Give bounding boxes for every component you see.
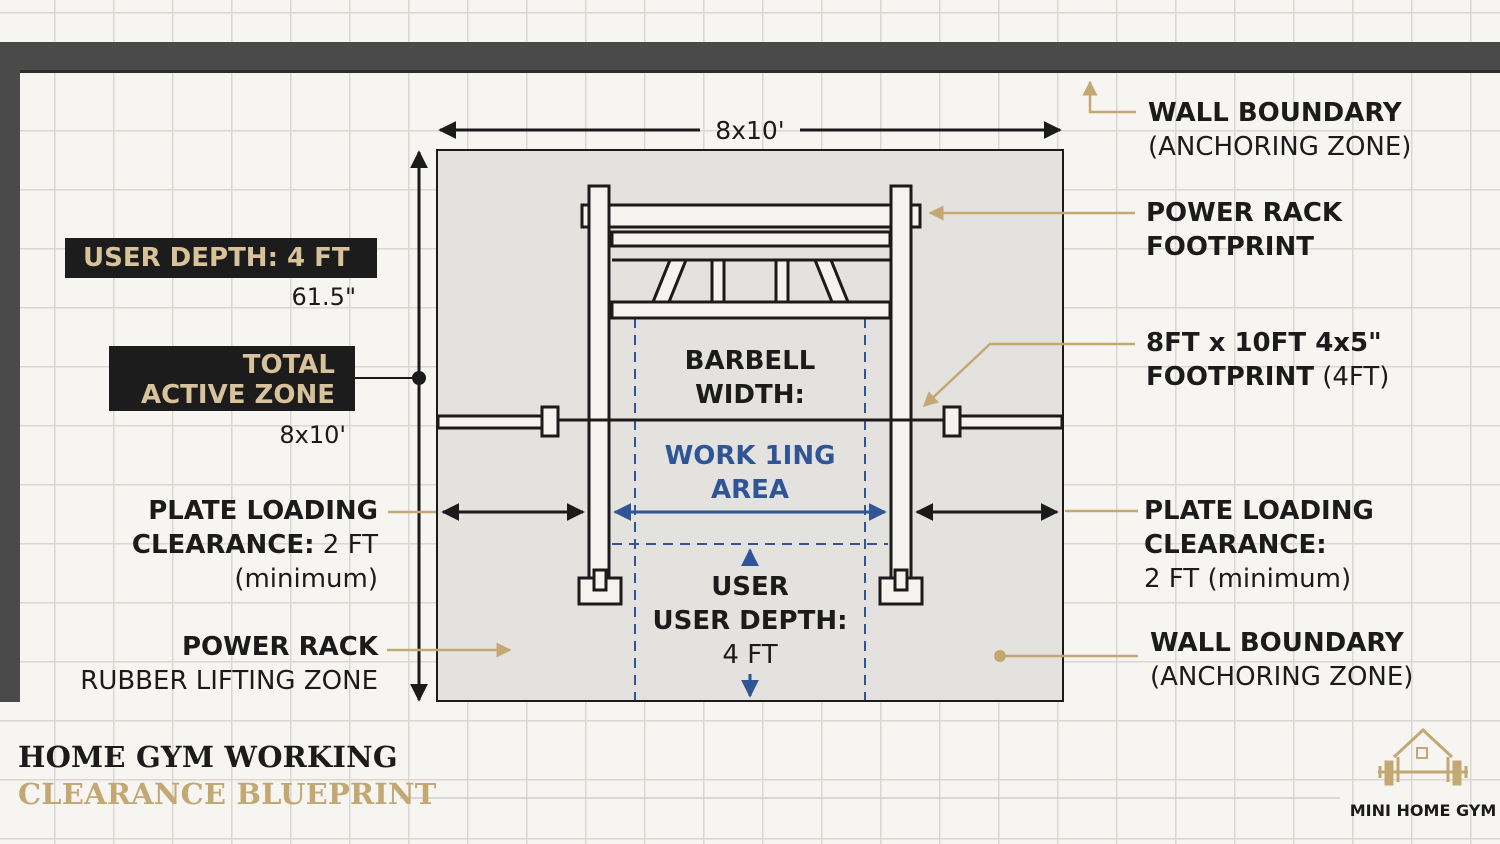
wall-boundary-top-line1: WALL BOUNDARY — [1148, 98, 1402, 128]
right-plate-loading-label: PLATE LOADING CLEARANCE: 2 FT (minimum) — [1144, 494, 1374, 596]
total-active-zone-line2: ACTIVE ZONE — [140, 380, 335, 410]
total-active-zone-line1: TOTAL — [242, 350, 335, 380]
wall-anchor-point — [994, 650, 1006, 662]
working-area-line1: WORK 1ING — [664, 441, 836, 471]
house-dumbbell-icon — [1378, 727, 1468, 786]
top-width-label: 8x10' — [715, 116, 785, 145]
left-power-rack-label: POWER RACK RUBBER LIFTING ZONE — [30, 630, 378, 698]
footprint-line2: FOOTPRINT — [1146, 362, 1314, 392]
user-depth-center-line3: 4 FT — [722, 640, 778, 670]
power-rack-footprint-line2: FOOTPRINT — [1146, 232, 1314, 262]
user-depth-tag: USER DEPTH: 4 FT — [65, 238, 377, 278]
user-depth-center-label: USER USER DEPTH: 4 FT — [640, 570, 860, 672]
wall-boundary-bottom-line2: (ANCHORING ZONE) — [1150, 662, 1414, 692]
label-leaders — [387, 80, 1138, 658]
page-title-line1: HOME GYM WORKING — [18, 740, 398, 774]
right-wall-boundary-top-label: WALL BOUNDARY (ANCHORING ZONE) — [1148, 96, 1411, 164]
left-power-rack-line2: RUBBER LIFTING ZONE — [80, 666, 378, 696]
total-zone-dimension — [355, 150, 428, 702]
right-plate-loading-line2: CLEARANCE: — [1144, 530, 1327, 560]
left-plate-loading-line3: (minimum) — [234, 564, 378, 594]
right-footprint-label: 8FT x 10FT 4x5" FOOTPRINT (4FT) — [1146, 326, 1389, 394]
right-plate-loading-line1: PLATE LOADING — [1144, 496, 1374, 526]
total-active-zone-tag: TOTAL ACTIVE ZONE — [109, 346, 355, 411]
left-plate-loading-line1: PLATE LOADING — [148, 496, 378, 526]
total-active-zone-sub-label: 8x10' — [279, 421, 346, 449]
room-wall — [0, 42, 1500, 702]
footprint-line1: 8FT x 10FT 4x5" — [1146, 328, 1382, 358]
user-depth-sub-label: 61.5" — [291, 283, 356, 311]
barbell-width-label: BARBELL WIDTH: — [650, 344, 850, 412]
left-plate-loading-label: PLATE LOADING CLEARANCE: 2 FT (minimum) — [60, 494, 378, 596]
barbell-width-line1: BARBELL — [684, 346, 816, 376]
working-area-arrows — [613, 503, 887, 698]
user-depth-center-line2: USER DEPTH: — [652, 606, 848, 636]
right-wall-boundary-bottom-label: WALL BOUNDARY (ANCHORING ZONE) — [1150, 626, 1413, 694]
working-area-label: WORK 1ING AREA — [640, 439, 860, 507]
right-power-rack-footprint-label: POWER RACK FOOTPRINT — [1146, 196, 1342, 264]
barbell — [436, 405, 1064, 438]
wall-boundary-top-line2: (ANCHORING ZONE) — [1148, 132, 1412, 162]
left-power-rack-line1: POWER RACK — [181, 632, 378, 662]
brand-logo-text: MINI HOME GYM — [1349, 801, 1497, 820]
working-area-line2: AREA — [710, 475, 790, 505]
barbell-width-line2: WIDTH: — [695, 380, 805, 410]
page-title-line2: CLEARANCE BLUEPRINT — [18, 777, 437, 811]
power-rack — [577, 184, 924, 606]
right-plate-loading-line3: 2 FT (minimum) — [1144, 564, 1352, 594]
left-plate-loading-value: 2 FT — [314, 530, 378, 560]
power-rack-footprint-line1: POWER RACK — [1146, 198, 1343, 228]
wall-boundary-bottom-line1: WALL BOUNDARY — [1150, 628, 1404, 658]
left-plate-loading-line2: CLEARANCE: — [131, 530, 315, 560]
footprint-line2-unit: (4FT) — [1313, 362, 1390, 392]
user-depth-center-line1: USER — [711, 572, 789, 602]
